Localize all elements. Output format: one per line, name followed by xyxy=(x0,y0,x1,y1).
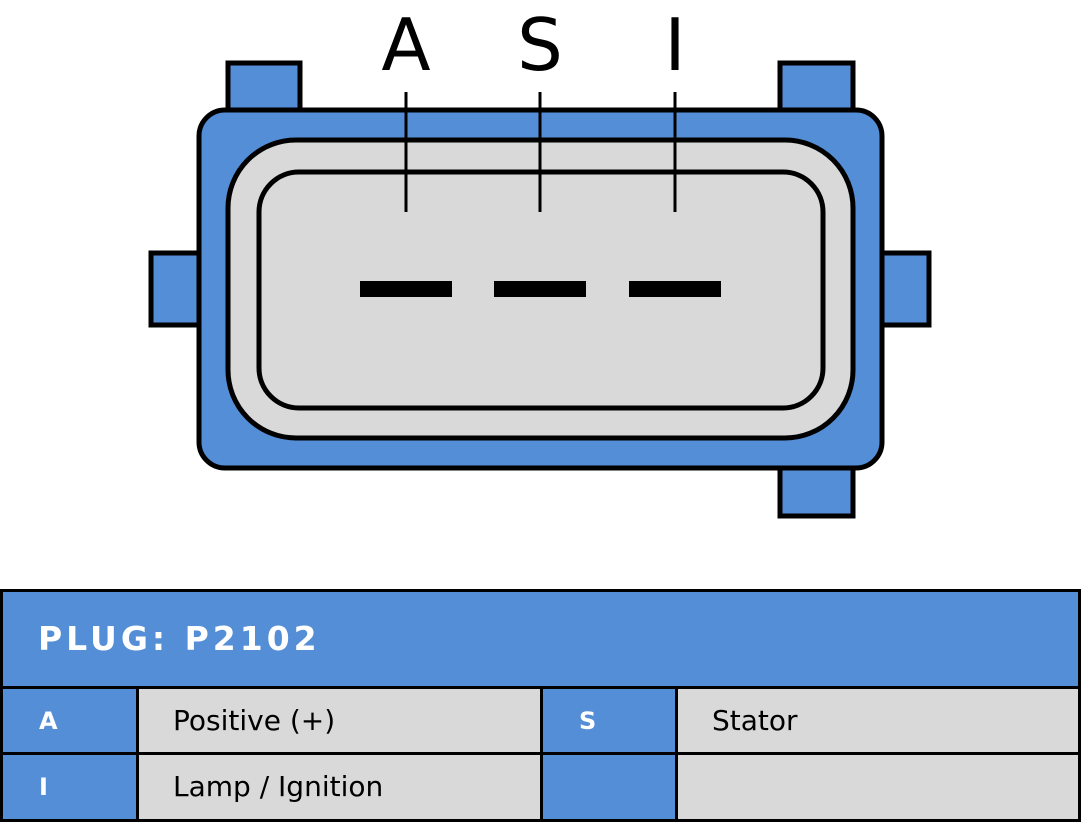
pin-description: Lamp / Ignition xyxy=(139,755,540,819)
plug-title: PLUG: P2102 xyxy=(3,592,1078,686)
terminal-s xyxy=(494,281,586,297)
pin-description: Stator xyxy=(678,689,1078,752)
pin-code xyxy=(543,755,675,819)
pin-description xyxy=(678,755,1078,819)
pin-code: S xyxy=(543,689,675,752)
pin-description: Positive (+) xyxy=(139,689,540,752)
connector-diagram: A S I xyxy=(148,3,932,519)
pin-label-a: A xyxy=(381,3,430,87)
pin-label-s: S xyxy=(517,3,563,87)
pin-code: A xyxy=(3,689,136,752)
terminal-a xyxy=(360,281,452,297)
pin-code: I xyxy=(3,755,136,819)
pinout-table: PLUG: P2102 A Positive (+) S Stator I La… xyxy=(0,589,1081,822)
terminal-i xyxy=(629,281,721,297)
pin-label-i: I xyxy=(664,3,685,87)
